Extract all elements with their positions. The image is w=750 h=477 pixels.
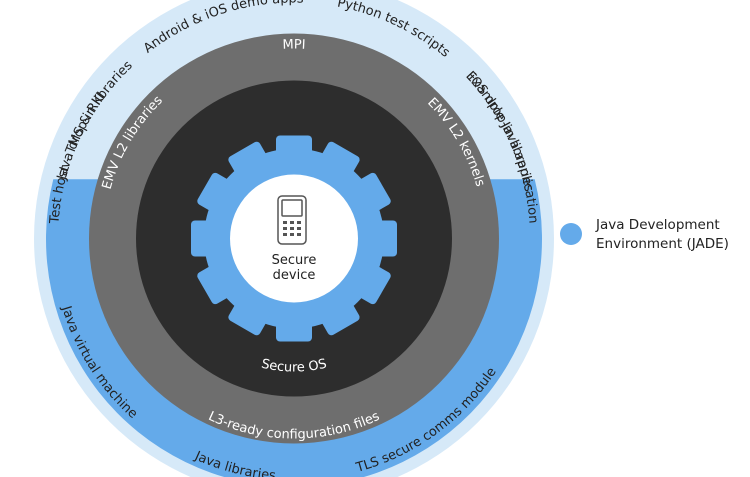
- legend-swatch: [560, 223, 582, 245]
- legend-label-line2: Environment (JADE): [596, 236, 729, 252]
- legend-label: Java Development Environment (JADE): [596, 216, 729, 254]
- legend: Java Development Environment (JADE): [560, 216, 729, 254]
- legend-label-line1: Java Development: [596, 217, 720, 233]
- inner-ring-label: Secure OS: [260, 357, 328, 376]
- svg-text:MPI: MPI: [282, 37, 306, 52]
- core-label-line1: Secure: [272, 253, 317, 268]
- secure-device-core: [230, 174, 358, 303]
- core-label-line2: device: [273, 268, 316, 283]
- svg-text:Secure OS: Secure OS: [260, 357, 328, 376]
- phone-icon: [277, 195, 307, 245]
- middle-ring-label-mpi: MPI: [282, 37, 306, 52]
